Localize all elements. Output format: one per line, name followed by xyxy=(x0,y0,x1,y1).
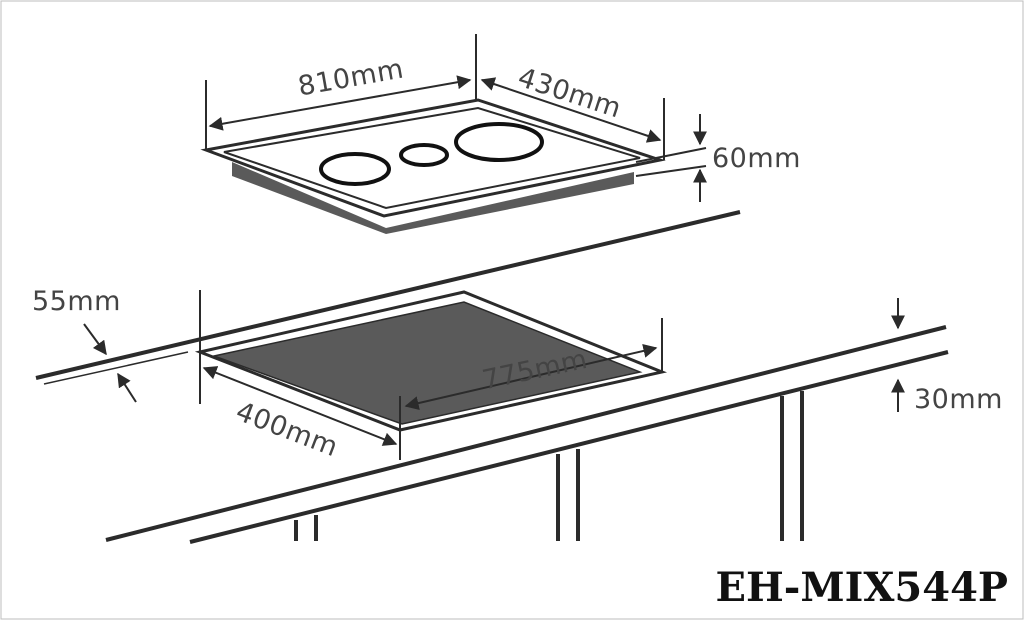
countertop-front-top xyxy=(105,325,947,542)
countertop-edge-thin xyxy=(43,351,189,385)
cooking-zone-left xyxy=(319,152,391,186)
model-name: EH-MIX544P xyxy=(715,564,1008,611)
hob-body-shade xyxy=(232,162,634,234)
cutout-dimension-lines xyxy=(83,290,905,460)
label-edge-distance: 55mm xyxy=(32,286,121,317)
countertop-back-edge xyxy=(35,210,741,380)
hob xyxy=(200,98,666,234)
label-hob-height: 60mm xyxy=(712,143,801,174)
cooking-zone-middle xyxy=(399,143,449,167)
hob-dimension-lines xyxy=(205,34,707,202)
label-countertop-thickness: 30mm xyxy=(914,384,1003,415)
countertop-front-bottom xyxy=(189,350,949,544)
cabinet-legs xyxy=(294,391,804,541)
